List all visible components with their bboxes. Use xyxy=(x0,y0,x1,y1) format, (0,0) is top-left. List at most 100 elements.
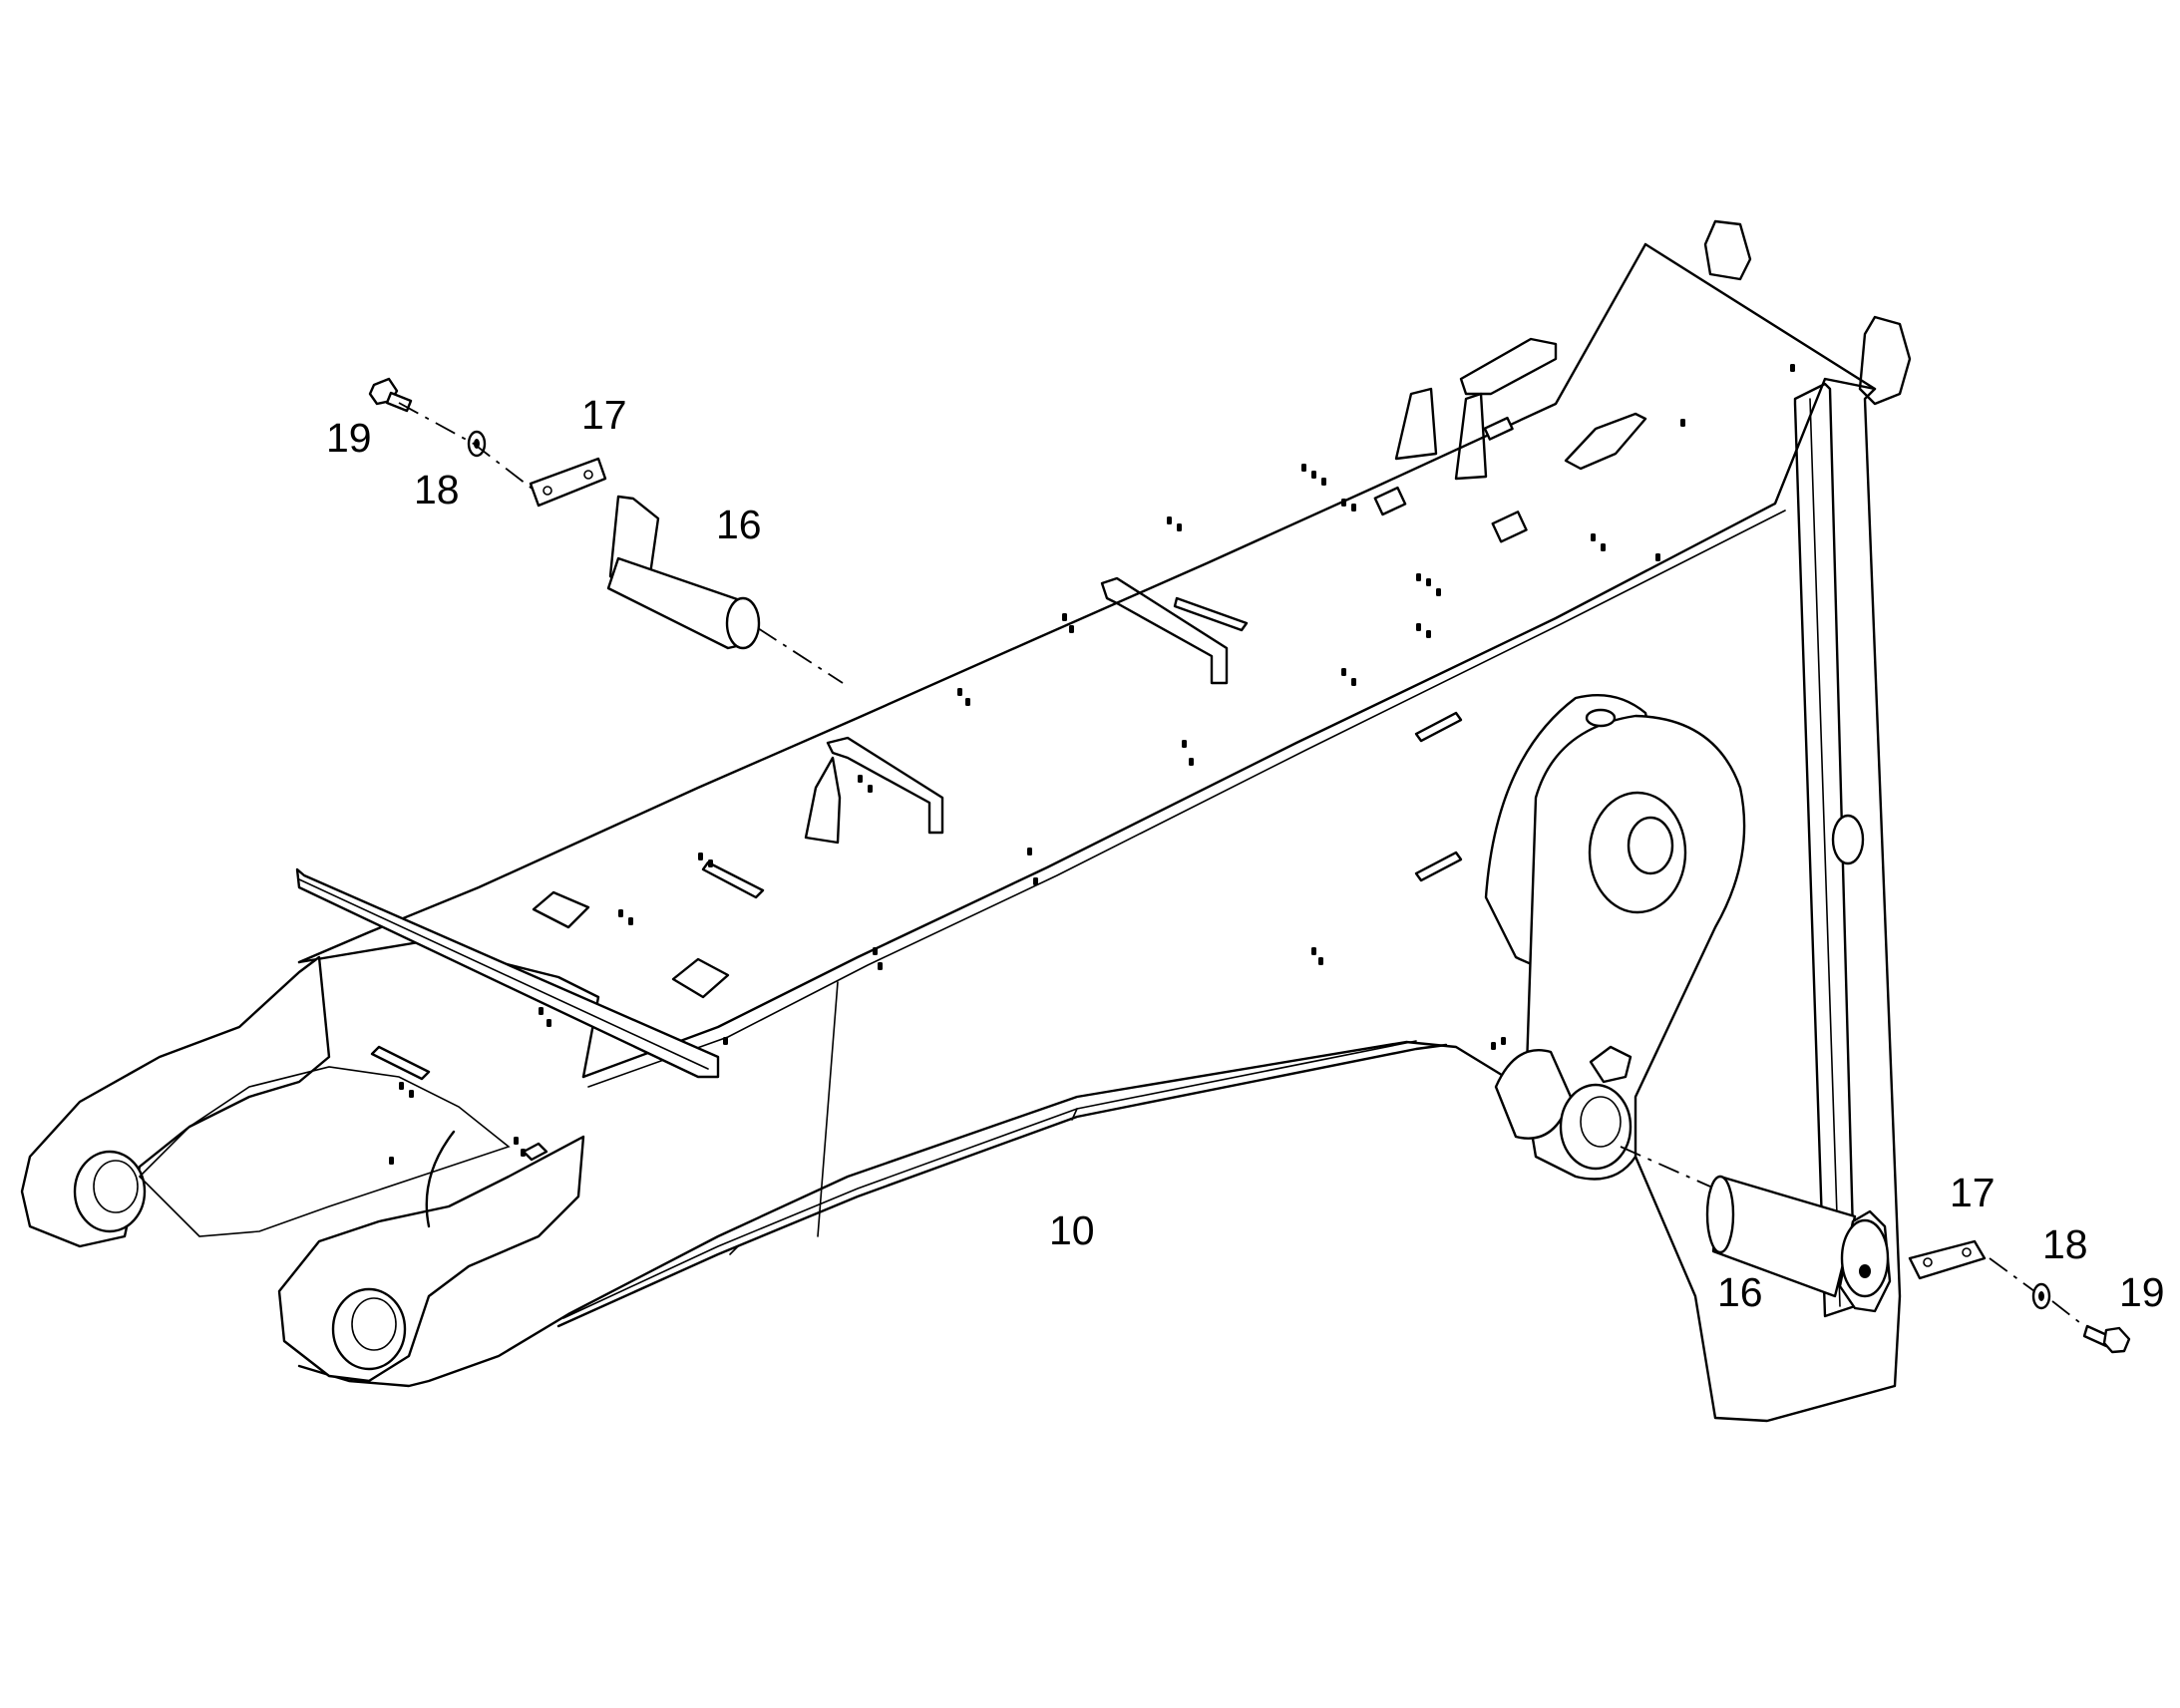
callout-16-right: 16 xyxy=(1717,1269,1763,1315)
deck-pad-1 xyxy=(1483,416,1514,441)
bolt-hole-mark xyxy=(1426,578,1431,586)
assembly-line-right xyxy=(1620,1146,2085,1327)
bracket-b xyxy=(1100,576,1229,685)
strip-joint-2 xyxy=(1071,1108,1078,1121)
lower-chord-strip xyxy=(556,1043,1448,1328)
bolt-hole-mark xyxy=(1189,758,1194,766)
pin-16-right xyxy=(1705,1175,1892,1313)
bolt-hole-mark xyxy=(1601,543,1606,551)
rear-lug-right xyxy=(1858,315,1912,406)
bolt-hole-mark xyxy=(1311,947,1316,955)
boom-deck-front-edge xyxy=(581,377,1877,1079)
bolt-hole-mark xyxy=(1318,957,1323,965)
bolt-19-right xyxy=(2082,1324,2131,1354)
bolt-hole-mark xyxy=(723,1037,728,1045)
bolt-hole-mark xyxy=(1167,516,1172,524)
bolt-hole-mark xyxy=(1351,504,1356,512)
pivot-lower-bore-inner xyxy=(1580,1096,1622,1148)
pin-16-right-tail xyxy=(1705,1175,1735,1254)
boom-web-line xyxy=(817,981,839,1237)
rear-plate-inner xyxy=(1809,398,1841,1307)
bracket-a-post xyxy=(804,756,842,845)
fork-right-bore xyxy=(331,1287,407,1371)
bolt-hole-mark xyxy=(1591,533,1596,541)
pivot-lock-tab xyxy=(1589,1045,1633,1084)
callout-18-left: 18 xyxy=(414,467,460,512)
boom-deck-inner-edge xyxy=(587,510,1786,1088)
bolt-hole-mark xyxy=(1033,877,1038,885)
bolt-hole-mark xyxy=(1301,464,1306,472)
bolt-hole-mark xyxy=(1027,848,1032,855)
bracket-d-post xyxy=(1454,392,1488,481)
deck-pad-3 xyxy=(1491,511,1528,543)
rear-lug-left xyxy=(1703,219,1752,281)
parts-group-left xyxy=(368,377,844,684)
bolt-hole-mark xyxy=(878,962,883,970)
side-strip-2 xyxy=(1414,851,1463,882)
bolt-hole-mark xyxy=(1177,523,1182,531)
callout-10: 10 xyxy=(1049,1207,1095,1253)
deck-plate-2 xyxy=(671,957,730,999)
bolt-hole-mark xyxy=(698,853,703,860)
deck-strip-1 xyxy=(701,860,765,899)
bolt-hole-mark xyxy=(546,1019,551,1027)
callout-16-left: 16 xyxy=(716,502,762,547)
bracket-a xyxy=(826,736,944,835)
bracket-b-strip xyxy=(1173,596,1249,632)
callout-19-left: 19 xyxy=(326,415,372,461)
fork-left-bore-inner xyxy=(93,1160,139,1213)
bolt-hole-mark xyxy=(409,1090,414,1098)
bolt-hole-mark xyxy=(1491,1042,1496,1050)
fork-saddle-curve xyxy=(425,1130,456,1228)
bolt-hole-mark xyxy=(521,1149,526,1157)
bolt-hole-mark xyxy=(1321,478,1326,486)
deck-pad-2 xyxy=(1373,486,1407,516)
bolt-hole-mark xyxy=(858,775,863,783)
assembly-line-left xyxy=(398,402,844,684)
bolt-hole-mark xyxy=(957,688,962,696)
bolt-hole-mark xyxy=(628,917,633,925)
bolt-19-left xyxy=(368,377,413,413)
boom-assembly xyxy=(297,219,1912,1423)
callout-18-right: 18 xyxy=(2042,1221,2088,1267)
lock-plate-17-left xyxy=(529,457,607,508)
fork-saddle xyxy=(138,1066,511,1237)
bolt-hole-mark xyxy=(1069,625,1074,633)
boom-nose-deck xyxy=(297,940,600,1079)
pin-16-left xyxy=(606,495,761,650)
bolt-hole-mark xyxy=(708,859,713,867)
bolt-hole-marks xyxy=(389,364,1795,1165)
front-crossbar xyxy=(295,867,720,1079)
deck-brackets xyxy=(370,337,1647,1162)
bolt-hole-mark xyxy=(514,1137,519,1145)
bolt-hole-mark xyxy=(1501,1037,1506,1045)
bracket-e-wedge xyxy=(1564,412,1647,471)
boom-side-outline xyxy=(297,242,1902,1423)
callout-19-right: 19 xyxy=(2119,1269,2165,1315)
crossbar-edge xyxy=(298,878,709,1070)
bracket-c-top xyxy=(1459,337,1558,396)
bolt-hole-mark xyxy=(965,698,970,706)
bolt-hole-mark xyxy=(1341,668,1346,676)
bolt-hole-mark xyxy=(868,785,873,793)
pivot-boss xyxy=(1484,694,1746,1181)
fork-right-bore-inner xyxy=(351,1297,397,1351)
bolt-hole-mark xyxy=(873,947,878,955)
side-plate-details xyxy=(1414,711,1463,882)
bolt-hole-mark xyxy=(1341,499,1346,507)
bracket-c-post xyxy=(1394,387,1438,461)
pin-16-right-face xyxy=(1840,1218,1890,1298)
rear-pin-hole xyxy=(1831,814,1865,865)
bolt-hole-mark xyxy=(1416,623,1421,631)
bolt-hole-mark xyxy=(1680,419,1685,427)
pivot-lower-bore xyxy=(1559,1083,1633,1171)
lower-chord-strip-inner xyxy=(562,1040,1417,1319)
bolt-hole-mark xyxy=(1351,678,1356,686)
fork-left-bore xyxy=(73,1150,147,1233)
bolt-hole-mark xyxy=(1426,630,1431,638)
callout-labels: 19 18 17 16 10 17 18 16 19 xyxy=(326,392,2165,1315)
bolt-hole-mark xyxy=(539,1007,544,1015)
lock-plate-17-right xyxy=(1908,1239,1987,1280)
bolt-hole-mark xyxy=(1062,613,1067,621)
